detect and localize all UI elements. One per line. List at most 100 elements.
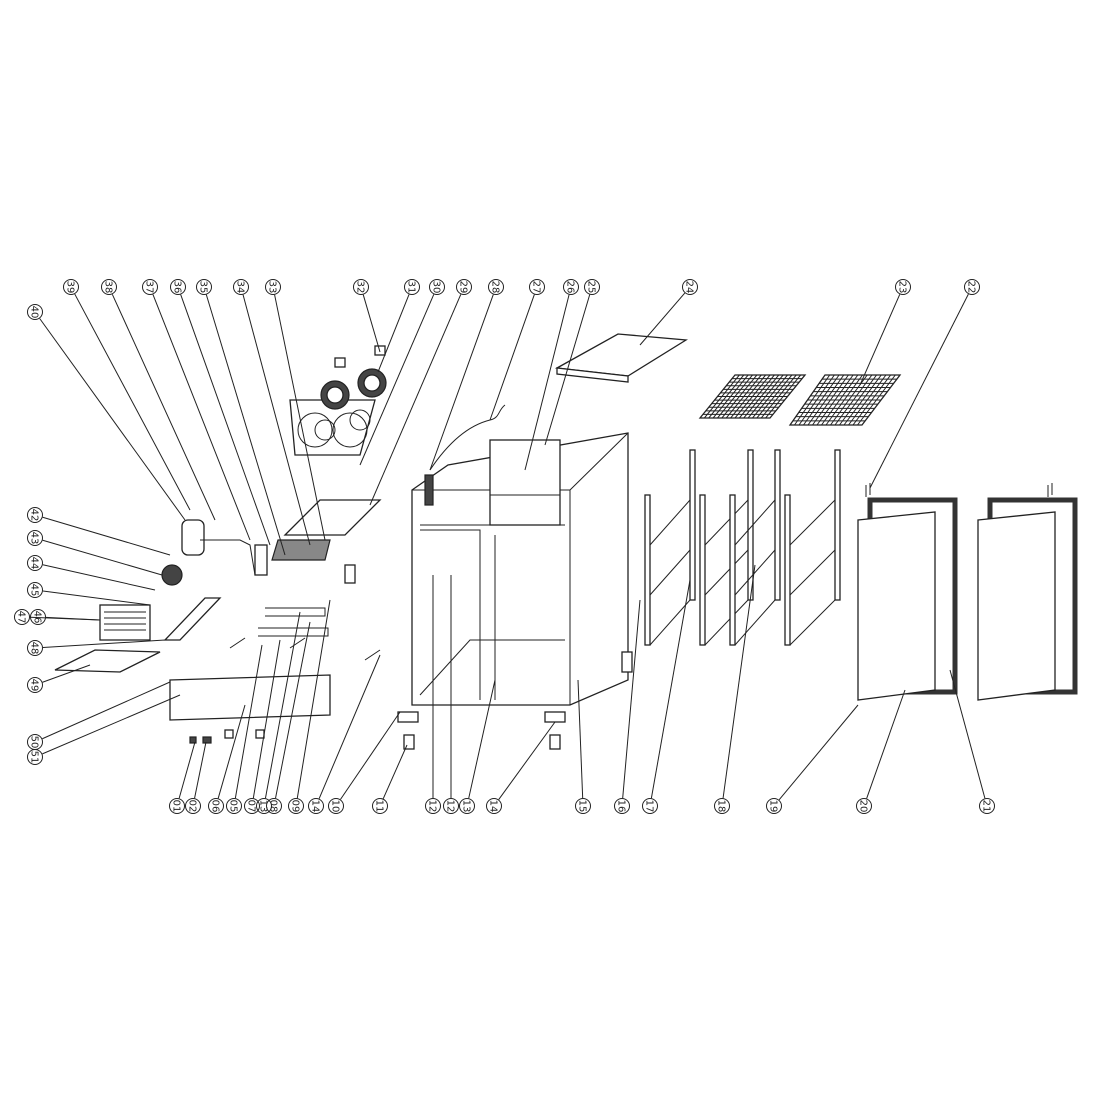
leader-line bbox=[340, 711, 401, 800]
callout-37: 37 bbox=[142, 279, 251, 541]
callout-label: 12 bbox=[427, 800, 438, 813]
callout-circle bbox=[529, 279, 545, 295]
callout-label: 38 bbox=[103, 281, 114, 294]
leader-line bbox=[217, 704, 246, 799]
callout-circle bbox=[27, 530, 43, 546]
callout-32: 32 bbox=[353, 279, 381, 353]
callout-circle bbox=[964, 279, 980, 295]
callout-07: 07 bbox=[244, 639, 281, 814]
callout-label: 19 bbox=[768, 800, 779, 813]
leader-line bbox=[468, 679, 496, 799]
callout-label: 14 bbox=[310, 800, 321, 813]
part-castor bbox=[403, 734, 415, 750]
leader-line bbox=[382, 744, 408, 799]
callout-05: 05 bbox=[226, 644, 263, 814]
part-evaporator bbox=[254, 399, 382, 637]
callout-circle bbox=[27, 582, 43, 598]
callout-label: 51 bbox=[29, 751, 40, 764]
callout-label: 27 bbox=[531, 281, 542, 294]
callout-06: 06 bbox=[208, 704, 246, 814]
callout-circle bbox=[895, 279, 911, 295]
callout-label: 32 bbox=[355, 281, 366, 294]
callout-label: 34 bbox=[235, 281, 246, 294]
callout-label: 22 bbox=[966, 281, 977, 294]
leader-line bbox=[74, 293, 191, 511]
callout-label: 24 bbox=[684, 281, 695, 294]
leader-line bbox=[264, 611, 301, 799]
callout-01: 01 bbox=[169, 741, 196, 814]
callout-circle bbox=[27, 749, 43, 765]
callout-label: 39 bbox=[65, 281, 76, 294]
callout-21: 21 bbox=[949, 669, 995, 814]
callout-34: 34 bbox=[233, 279, 311, 546]
callout-circle bbox=[614, 798, 630, 814]
callout-13: 13 bbox=[256, 611, 301, 814]
leader-line bbox=[42, 590, 151, 606]
callout-circle bbox=[30, 609, 46, 625]
callout-45: 45 bbox=[27, 582, 151, 606]
leader-line bbox=[275, 621, 311, 799]
callout-label: 36 bbox=[172, 281, 183, 294]
callout-circle bbox=[425, 798, 441, 814]
callout-circle bbox=[584, 279, 600, 295]
callout-12: 12 bbox=[443, 575, 459, 814]
leader-line bbox=[274, 294, 326, 541]
leader-line bbox=[859, 294, 901, 386]
callout-circle bbox=[766, 798, 782, 814]
callout-label: 16 bbox=[616, 800, 627, 813]
callout-label: 25 bbox=[586, 281, 597, 294]
callout-label: 07 bbox=[246, 800, 257, 813]
callout-label: 40 bbox=[29, 306, 40, 319]
leader-line bbox=[205, 294, 286, 556]
callout-31: 31 bbox=[377, 279, 420, 373]
leader-line bbox=[498, 721, 556, 800]
callout-circle bbox=[575, 798, 591, 814]
leader-line bbox=[369, 294, 462, 506]
leader-line bbox=[42, 516, 171, 556]
part-doors bbox=[857, 483, 1078, 701]
callout-23: 23 bbox=[859, 279, 911, 386]
callout-22: 22 bbox=[869, 279, 980, 489]
leader-line bbox=[42, 664, 91, 683]
callout-circle bbox=[63, 279, 79, 295]
callout-19: 19 bbox=[766, 704, 859, 814]
callout-circle bbox=[328, 798, 344, 814]
callout-circle bbox=[459, 798, 475, 814]
callout-label: 35 bbox=[198, 281, 209, 294]
leader-line bbox=[42, 564, 156, 591]
callout-circle bbox=[27, 677, 43, 693]
callout-43: 43 bbox=[27, 530, 163, 576]
callout-48: 48 bbox=[27, 639, 166, 656]
part-foot bbox=[397, 711, 419, 723]
part-compressor-unit bbox=[54, 519, 381, 744]
callout-25: 25 bbox=[544, 279, 600, 446]
callout-label: 10 bbox=[330, 800, 341, 813]
callout-12: 12 bbox=[425, 575, 441, 814]
callout-11: 11 bbox=[372, 744, 408, 814]
callout-label: 44 bbox=[29, 557, 40, 570]
leader-line bbox=[42, 681, 171, 740]
leader-line bbox=[949, 669, 986, 799]
callout-circle bbox=[265, 279, 281, 295]
leader-line bbox=[377, 294, 410, 373]
callout-label: 11 bbox=[374, 800, 385, 813]
callout-33: 33 bbox=[265, 279, 326, 541]
callout-36: 36 bbox=[170, 279, 271, 546]
callout-15: 15 bbox=[575, 679, 591, 814]
callout-18: 18 bbox=[714, 564, 756, 814]
callout-label: 37 bbox=[144, 281, 155, 294]
callout-09: 09 bbox=[288, 599, 331, 814]
ladder-rail bbox=[834, 449, 841, 601]
callout-circle bbox=[288, 798, 304, 814]
callout-circle bbox=[714, 798, 730, 814]
callout-label: 28 bbox=[490, 281, 501, 294]
callout-label: 42 bbox=[29, 509, 40, 522]
leader-line bbox=[524, 294, 570, 471]
callout-circle bbox=[27, 304, 43, 320]
callout-circle bbox=[488, 279, 504, 295]
callout-circle bbox=[170, 279, 186, 295]
callout-circle bbox=[308, 798, 324, 814]
